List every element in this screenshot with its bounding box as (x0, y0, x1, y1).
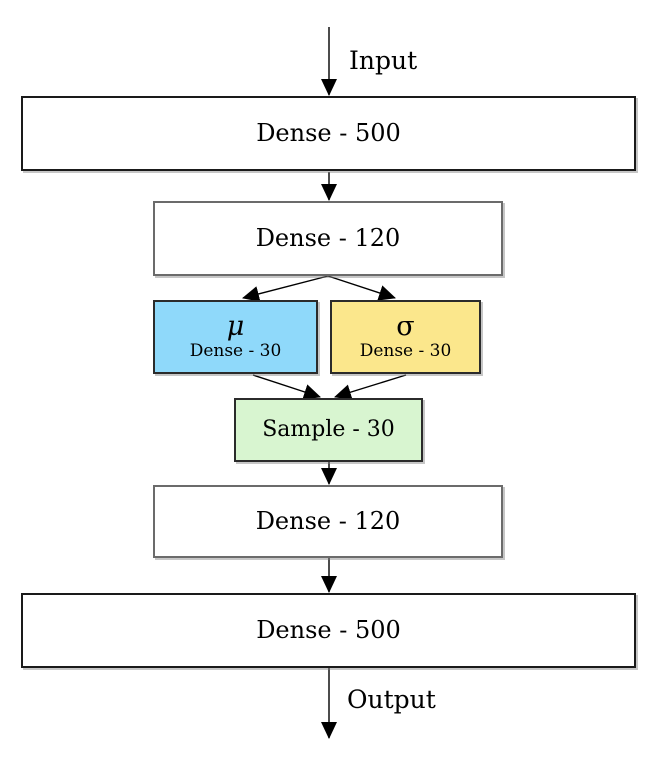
node-sample-30: Sample - 30 (234, 398, 423, 462)
node-label: Dense - 500 (256, 119, 401, 148)
mu-symbol: μ (226, 310, 245, 342)
arrow-mu-to-sample (252, 374, 321, 400)
node-label: Dense - 30 (359, 340, 452, 361)
node-label: Dense - 120 (255, 224, 401, 253)
node-label: Sample - 30 (262, 416, 395, 442)
node-mu-dense-30: μ Dense - 30 (153, 300, 318, 374)
node-encoder-dense-120: Dense - 120 (153, 201, 503, 276)
arrow-split-to-mu (242, 275, 329, 302)
sigma-symbol: σ (396, 310, 415, 342)
node-decoder-dense-120: Dense - 120 (153, 485, 503, 558)
node-label: Dense - 30 (189, 340, 282, 361)
node-decoder-dense-500: Dense - 500 (21, 593, 636, 668)
node-sigma-dense-30: σ Dense - 30 (330, 300, 481, 374)
input-label: Input (349, 46, 418, 75)
arrow-sigma-to-sample (334, 374, 407, 400)
node-encoder-dense-500: Dense - 500 (21, 96, 636, 171)
node-label: Dense - 500 (256, 616, 401, 645)
arrow-split-to-sigma (327, 275, 396, 301)
node-label: Dense - 120 (255, 507, 401, 536)
output-label: Output (347, 685, 436, 714)
